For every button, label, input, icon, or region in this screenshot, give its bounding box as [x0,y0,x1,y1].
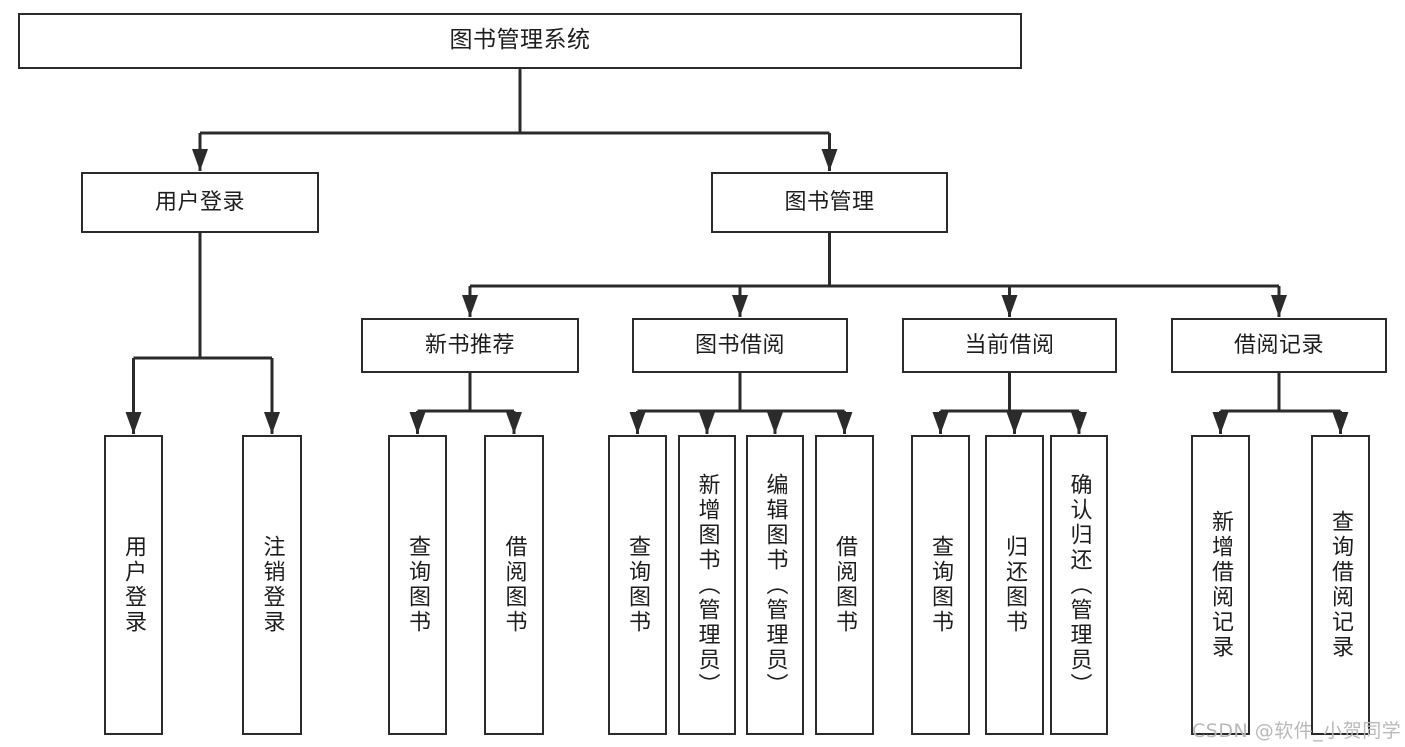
node-label: 新增图书（管理员） [694,472,720,698]
node-label: 用户登录 [154,189,245,215]
arrowhead-icon [767,412,783,434]
node-label: 借阅图书 [832,535,858,635]
node-l-bor-edit: 编辑图书（管理员） [746,435,804,735]
node-label: 查询图书 [405,535,431,635]
node-label: 编辑图书（管理员） [762,472,788,698]
node-label: 查询图书 [928,535,954,635]
node-label: 查询借阅记录 [1328,510,1354,660]
node-n-user-login: 用户登录 [81,172,319,233]
node-n-borrow-record: 借阅记录 [1171,318,1387,373]
arrowhead-icon [836,412,853,434]
arrowhead-icon [192,149,208,171]
node-l-rec-add: 新增借阅记录 [1191,435,1250,735]
node-label: 归还图书 [1002,535,1028,635]
arrowhead-icon [629,412,646,434]
node-label: 图书管理 [784,189,875,215]
node-l-cur-query: 查询图书 [911,435,970,735]
arrowhead-icon [732,295,748,317]
node-n-book-borrow: 图书借阅 [632,318,848,373]
arrowhead-icon [932,412,949,434]
arrowhead-icon [699,412,715,434]
arrowhead-icon [462,295,478,317]
arrowhead-icon [1212,412,1229,434]
node-label: 图书借阅 [694,332,785,358]
node-root: 图书管理系统 [18,13,1022,69]
arrowhead-icon [409,412,426,434]
node-label: 查询图书 [625,535,651,635]
arrowhead-icon [125,412,142,434]
node-n-new-book-rec: 新书推荐 [361,318,579,373]
node-l-bor-lend: 借阅图书 [815,435,874,735]
node-l-cur-confirm: 确认归还（管理员） [1050,435,1108,735]
node-l-user-logout: 注销登录 [242,435,302,735]
node-label: 新书推荐 [424,332,515,358]
node-l-bor-add: 新增图书（管理员） [678,435,736,735]
node-label: 图书管理系统 [449,27,591,54]
node-l-bor-query: 查询图书 [608,435,667,735]
node-l-rec-borrow: 借阅图书 [484,435,544,735]
node-l-user-login: 用户登录 [104,435,163,735]
node-label: 注销登录 [259,535,285,635]
arrowhead-icon [1332,412,1349,434]
arrowhead-icon [1006,412,1023,434]
arrowhead-icon [506,412,522,434]
node-label: 借阅图书 [501,535,527,635]
node-label: 用户登录 [121,535,147,635]
node-n-book-manage: 图书管理 [711,172,948,233]
arrowhead-icon [264,412,280,434]
arrowhead-icon [1271,295,1287,317]
node-label: 新增借阅记录 [1208,510,1234,660]
node-l-rec-query: 查询图书 [388,435,447,735]
node-label: 借阅记录 [1233,332,1324,358]
node-n-current-borrow: 当前借阅 [902,318,1117,373]
node-l-cur-return: 归还图书 [985,435,1044,735]
node-label: 确认归还（管理员） [1066,472,1092,698]
arrowhead-icon [1071,412,1087,434]
arrowhead-icon [821,149,838,171]
node-l-rec-query2: 查询借阅记录 [1311,435,1370,735]
node-label: 当前借阅 [964,332,1055,358]
arrowhead-icon [1001,295,1018,317]
